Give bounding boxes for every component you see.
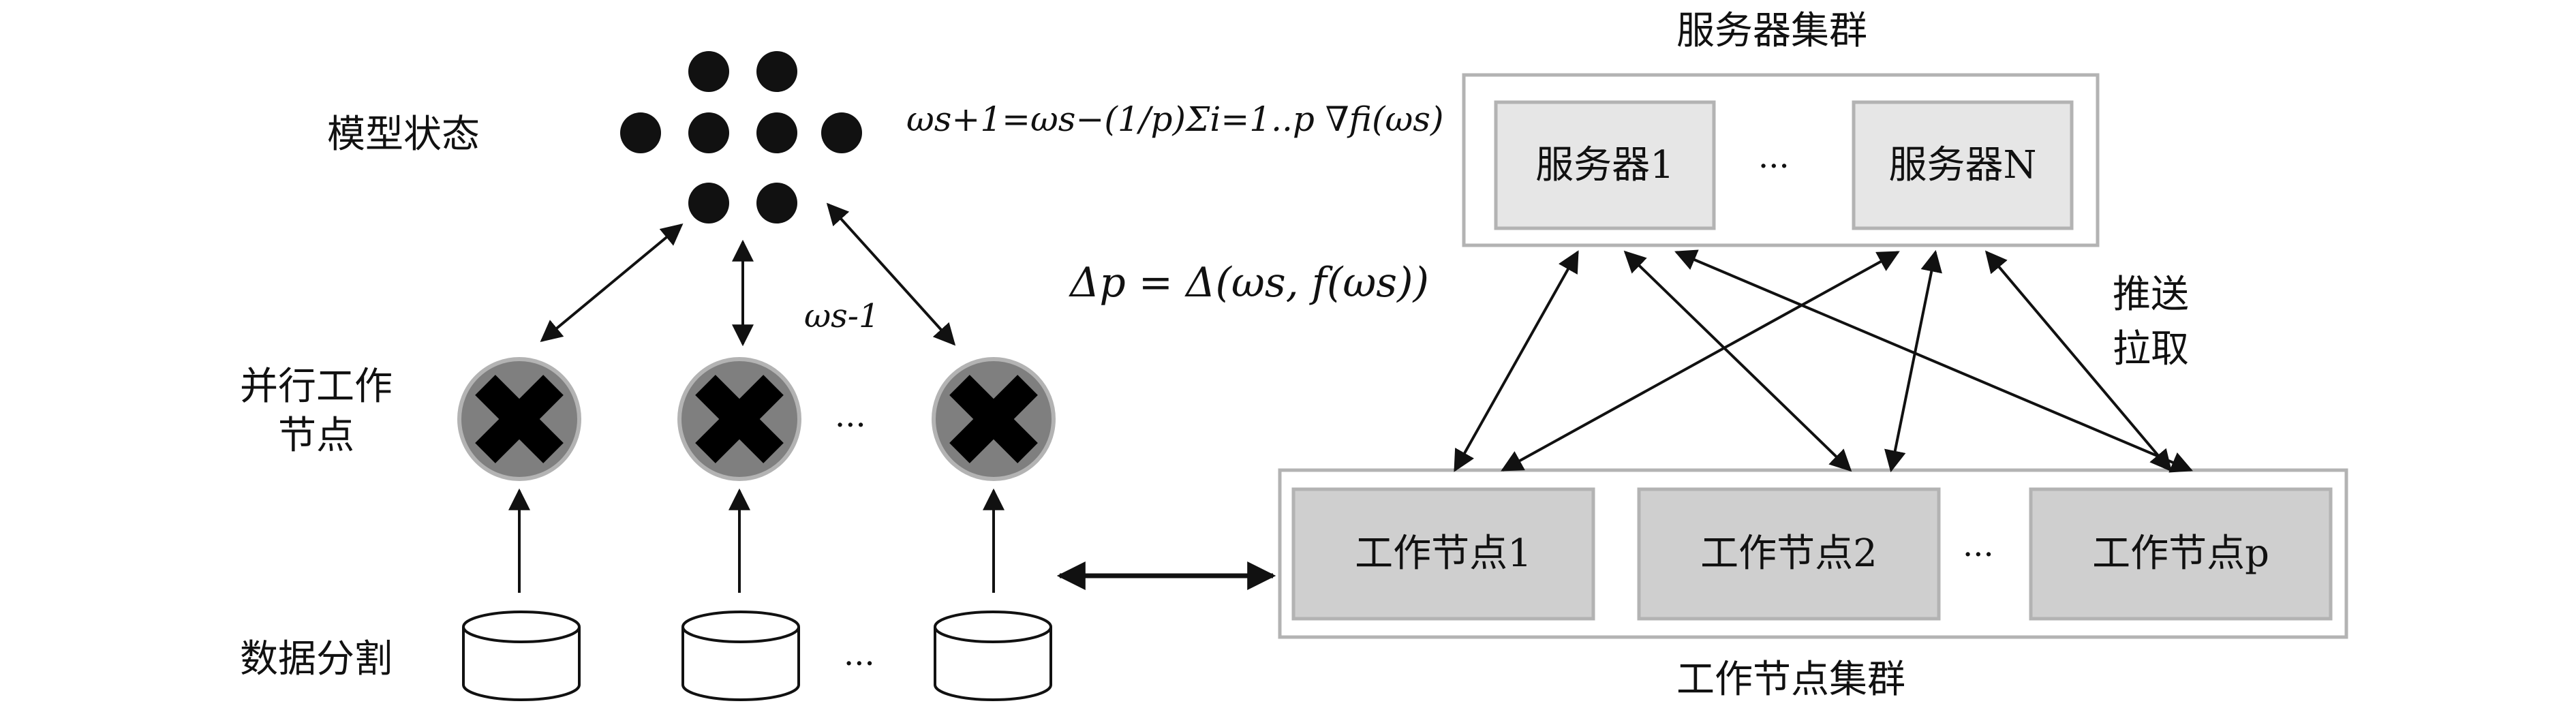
data-worker-arrows [508,488,1005,593]
server-1-box [1494,100,1716,230]
worker-node-1 [457,357,581,481]
model-worker-arrows [540,202,956,347]
server-1-label: 服务器1 [1535,142,1674,187]
omega-prev-label: ωs-1 [804,297,880,335]
worker-ellipsis: ··· [835,406,866,444]
worker-p-box [2029,487,2333,621]
pull-label: 拉取 [2113,327,2189,371]
data-cylinder-3 [934,611,1052,701]
worker-1-box [1291,487,1595,621]
worker-cluster-label: 工作节点集群 [1676,658,1905,702]
worker-box-ellipsis: ··· [1963,536,1994,574]
worker-2-box [1637,487,1941,621]
data-ellipsis: ··· [844,645,875,683]
server-worker-arrows [1454,249,2193,473]
model-state-label: 模型状态 [327,112,480,157]
worker-node-2 [677,357,801,481]
update-rule-formula: ωs+1=ωs−(1/p)Σi=1..p ∇fi(ωs) [906,99,1444,139]
server-n-label: 服务器N [1888,142,2037,187]
data-cylinder-2 [681,611,800,701]
server-n-box [1852,100,2074,230]
data-cylinder-1 [462,611,581,701]
worker-2-label: 工作节点2 [1700,531,1877,576]
worker-p-label: 工作节点p [2092,531,2269,576]
server-cluster-label: 服务器集群 [1676,9,1867,53]
parallel-workers-label-1: 并行工作 [240,365,393,409]
worker-1-label: 工作节点1 [1355,531,1532,576]
server-ellipsis: ··· [1758,147,1790,185]
model-state-dots [620,51,862,223]
data-partition-label: 数据分割 [240,637,393,681]
parallel-workers-label-2: 节点 [278,414,354,458]
delta-p-formula: Δp = Δ(ωs, f(ωs)) [1070,259,1429,307]
push-label: 推送 [2113,273,2189,317]
worker-node-3 [932,357,1056,481]
